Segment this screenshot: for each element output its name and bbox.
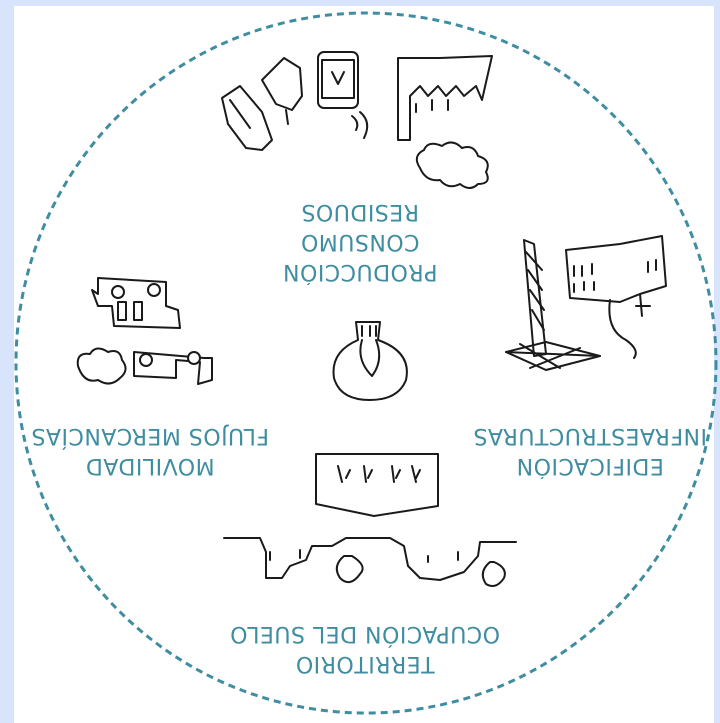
smoke-cloud-icon — [415, 141, 489, 189]
label-bottom: TERRITORIO OCUPACIÓN DEL SUELO — [230, 618, 500, 678]
ground-section-icon — [315, 453, 439, 517]
label-top: PRODUCCIÓN CONSUMO RESIDUOS — [260, 196, 460, 286]
houses-icon — [223, 537, 517, 587]
label-right: EDIFICACIÓN INFRAESTRUCTURAS — [470, 420, 710, 480]
dashed-circle — [14, 11, 718, 715]
phone-icon — [317, 51, 369, 139]
vans-icon — [76, 277, 213, 385]
label-left-line-2: FLUJOS MERCANCÍAS — [31, 423, 269, 448]
label-top-line-3: RESIDUOS — [301, 199, 419, 224]
factory-icon — [397, 55, 493, 141]
label-left-line-1: MOVILIDAD — [85, 453, 215, 478]
label-left: MOVILIDAD FLUJOS MERCANCÍAS — [22, 420, 278, 480]
pylon-icon — [505, 239, 601, 371]
label-top-line-2: CONSUMO — [300, 229, 420, 254]
lightbulb-icon — [332, 321, 408, 401]
bottles-icon — [221, 57, 303, 151]
label-right-line-2: INFRAESTRUCTURAS — [472, 423, 708, 448]
building-icon — [565, 235, 667, 359]
label-top-line-1: PRODUCCIÓN — [282, 259, 438, 284]
label-right-line-1: EDIFICACIÓN — [516, 453, 664, 478]
label-bottom-line-1: TERRITORIO — [295, 651, 435, 676]
label-bottom-line-2: OCUPACIÓN DEL SUELO — [229, 621, 500, 646]
